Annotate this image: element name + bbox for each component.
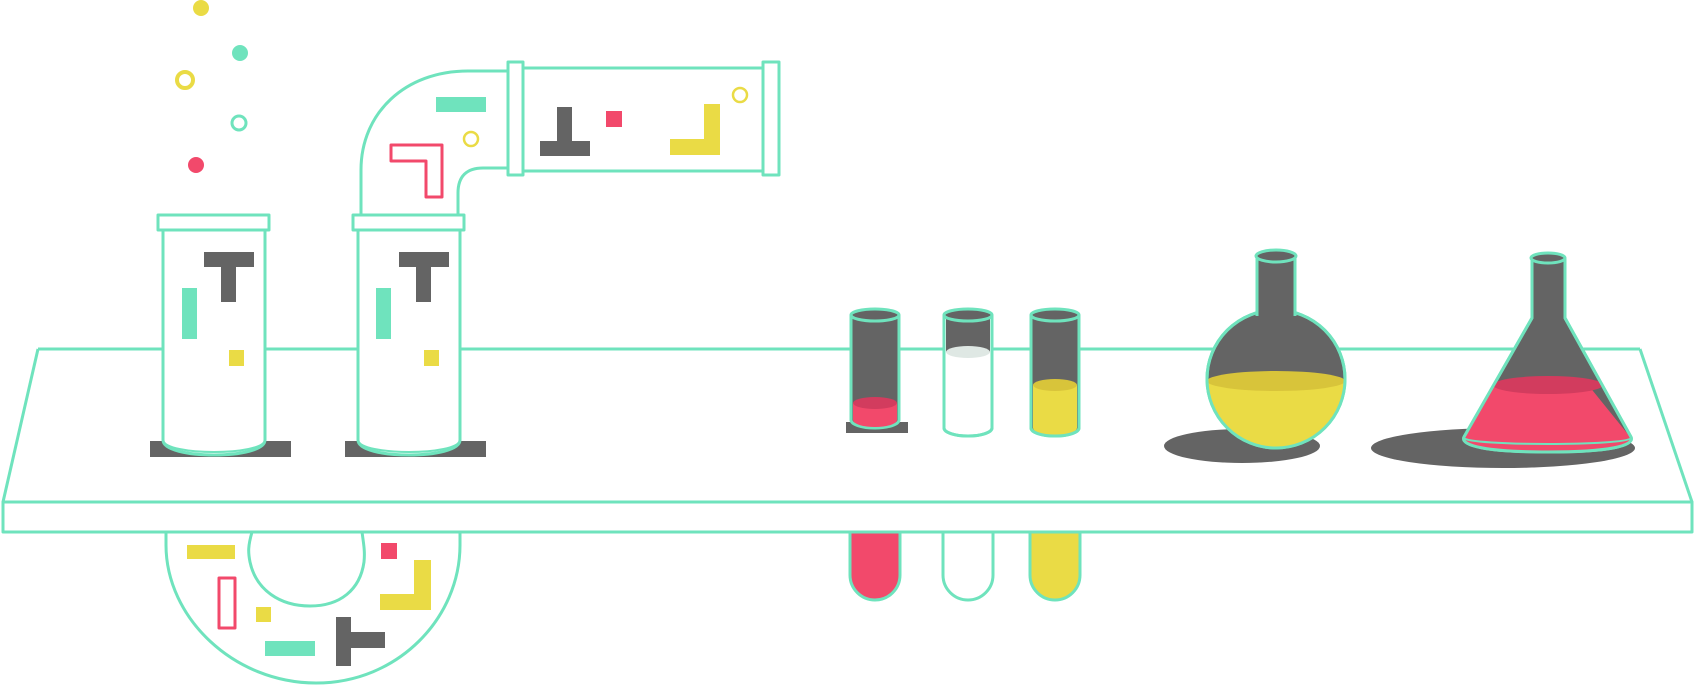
tetromino-bar-yellow	[187, 545, 235, 559]
bubble-icon	[731, 86, 749, 104]
bubble-icon	[188, 157, 204, 173]
tetromino-bar-green	[376, 288, 391, 339]
tube-bottom-red	[848, 532, 902, 602]
tetromino-square-red	[606, 111, 622, 127]
tube-bottoms-under-bench	[848, 532, 1082, 602]
bench-left-edge	[1, 348, 40, 503]
pipe-collar-right	[761, 60, 781, 177]
bench-front-slab	[1, 500, 1694, 534]
tetromino-l-yellow	[380, 560, 431, 610]
u-pipe-under-bench	[164, 531, 462, 685]
elbow-pipe	[359, 60, 781, 216]
right-jar	[351, 213, 466, 457]
bubble-icon	[193, 0, 209, 16]
flask-mouth	[1529, 251, 1567, 265]
round-flask	[1164, 248, 1347, 463]
tube-bottom-empty	[941, 532, 995, 602]
bench-right-edge	[1638, 348, 1694, 503]
tube-bottom-yellow	[1028, 532, 1082, 602]
left-jar	[156, 213, 271, 457]
tetromino-bar-green	[265, 641, 315, 656]
tetromino-t-gray	[204, 252, 254, 302]
pipe-collar-left	[506, 60, 525, 177]
flask-mouth	[1254, 248, 1298, 264]
jar-lid	[351, 213, 466, 232]
conical-flask	[1371, 251, 1635, 468]
tetromino-t-gray	[336, 617, 385, 666]
bubble-icon	[462, 130, 480, 148]
bubble-icon	[232, 45, 248, 61]
tetromino-bar-green	[436, 97, 486, 112]
tetromino-bar-green	[182, 288, 197, 339]
tetromino-bar-outline-red	[217, 576, 237, 630]
tetromino-square-yellow	[256, 607, 271, 622]
test-tube-empty	[942, 307, 994, 438]
test-tube-red	[846, 307, 908, 433]
bubbles	[175, 0, 248, 173]
tetromino-square-yellow	[229, 350, 244, 366]
tetromino-square-yellow	[424, 350, 439, 366]
bubble-icon	[175, 70, 195, 90]
tetromino-t-gray	[399, 252, 449, 302]
tetromino-t-gray	[540, 107, 590, 156]
tetromino-l-outline-red	[389, 143, 444, 199]
tetromino-square-red	[381, 543, 397, 559]
test-tube-yellow	[1029, 307, 1081, 438]
bubble-icon	[230, 114, 248, 132]
jar-lid	[156, 213, 271, 232]
tetromino-l-yellow	[670, 104, 720, 155]
